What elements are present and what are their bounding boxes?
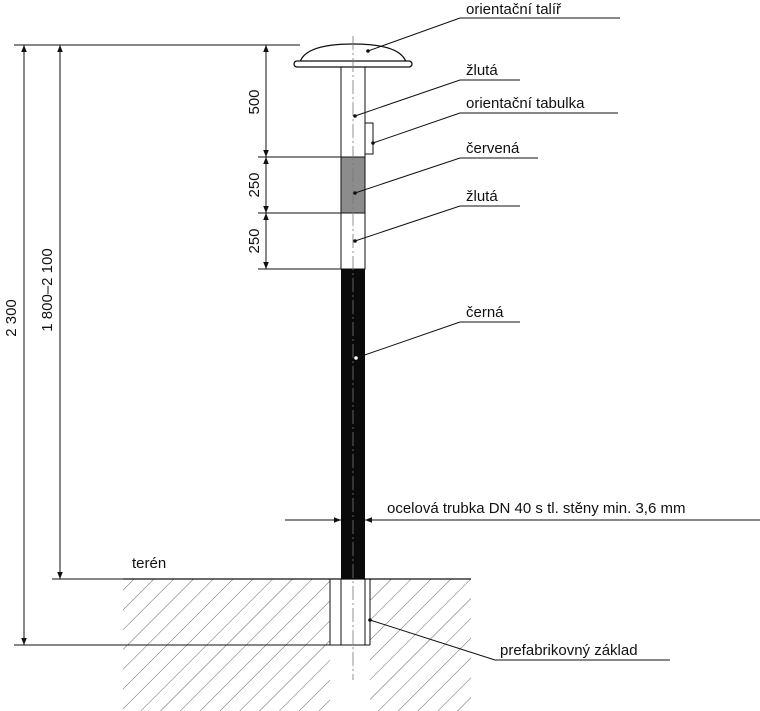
dimension-red-text: 250 xyxy=(246,172,263,197)
dimension-yellow-bottom-text: 250 xyxy=(246,228,263,253)
plate-label: orientační talíř xyxy=(466,1,562,18)
dimension-tube: ocelová trubka DN 40 s tl. stěny min. 3,… xyxy=(285,500,760,523)
leader-red: červená xyxy=(353,140,538,195)
leader-base: prefabrikovný základ xyxy=(368,618,670,661)
leader-yellow-bottom: žlutá xyxy=(353,188,520,243)
leader-sign: orientační tabulka xyxy=(371,95,618,145)
leader-black: černá xyxy=(354,304,520,360)
ground-label: terén xyxy=(132,555,166,572)
orientation-sign xyxy=(364,122,374,155)
foundation-block xyxy=(329,579,371,646)
yellow-top-label: žlutá xyxy=(466,62,498,79)
dimension-total: 2 300 xyxy=(3,44,330,646)
dimension-above-ground-text: 1 800–2 100 xyxy=(39,248,56,331)
dimension-bands: 500 250 250 xyxy=(246,45,341,270)
leader-yellow-top: žlutá xyxy=(353,62,520,118)
dimension-yellow-top-text: 500 xyxy=(246,89,263,114)
dimension-above-ground: 1 800–2 100 xyxy=(39,45,123,580)
yellow-bottom-label: žlutá xyxy=(466,188,498,205)
tube-label: ocelová trubka DN 40 s tl. stěny min. 3,… xyxy=(387,500,685,517)
black-label: černá xyxy=(466,304,504,321)
leader-plate: orientační talíř xyxy=(366,1,620,53)
sign-label: orientační tabulka xyxy=(466,95,585,112)
red-label: červená xyxy=(466,140,520,157)
dimension-total-text: 2 300 xyxy=(3,299,20,337)
base-label: prefabrikovný základ xyxy=(500,642,638,659)
